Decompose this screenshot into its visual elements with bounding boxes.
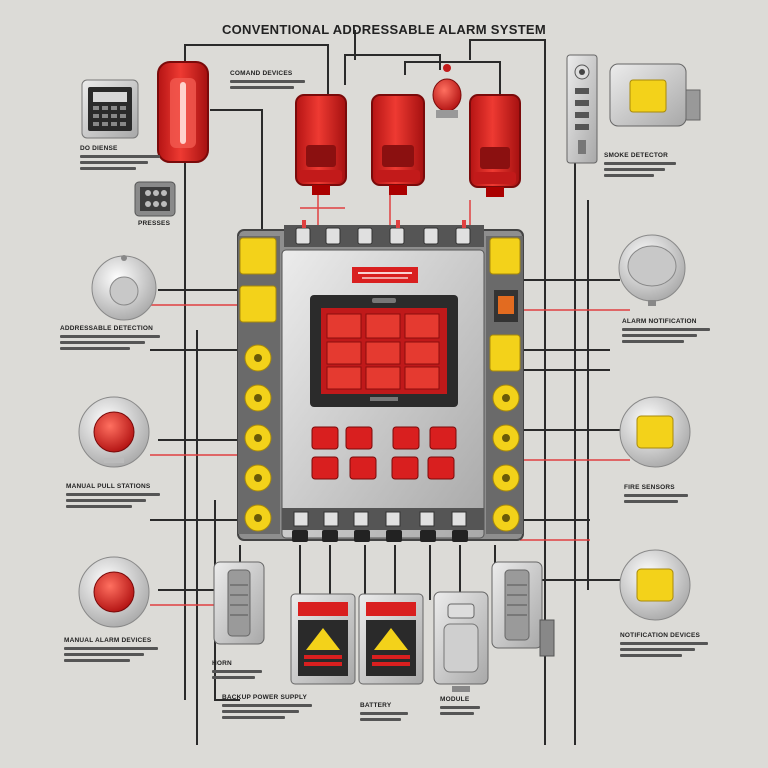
smoke-detector-right [618, 234, 686, 306]
main-control-panel [237, 220, 524, 542]
yellow-sensor-right-1 [619, 396, 691, 468]
caption-left-3: MANUAL ALARM DEVICES [64, 637, 158, 662]
alarm-bell-2 [371, 94, 425, 195]
caption-bottom-center-left: BACKUP POWER SUPPLY [222, 694, 312, 719]
alarm-bell-1 [295, 94, 347, 195]
caption-bottom-left: HORN [212, 660, 262, 679]
red-strobe-left [157, 61, 209, 163]
interface-module [433, 591, 489, 692]
alarm-bell-3 [469, 94, 521, 197]
caption-top-center: COMAND DEVICES [230, 70, 305, 89]
keypad-module [134, 181, 176, 217]
horn-speaker-right [491, 561, 555, 657]
caption-left-2: MANUAL PULL STATIONS [66, 483, 160, 508]
remote-annunciator [81, 79, 139, 139]
beacon-light [432, 64, 462, 118]
red-pull-station-left [78, 396, 150, 468]
horn-speaker-left [213, 561, 265, 645]
caption-keypad: PRESSES [138, 220, 171, 227]
yellow-manual-station-top [609, 63, 701, 127]
diagram-title: CONVENTIONAL ADDRESSABLE ALARM SYSTEM [221, 22, 547, 37]
left-rail-modules [239, 237, 277, 532]
red-alarm-button-left [78, 556, 150, 628]
caption-bottom-center: BATTERY [360, 702, 408, 721]
caption-top-left: DO DIENSE [80, 145, 160, 170]
caption-right-1: ALARM NOTIFICATION [622, 318, 710, 343]
battery-right [358, 593, 424, 685]
panel-keypad [311, 426, 457, 480]
caption-bottom-right: MODULE [440, 696, 480, 715]
heat-detector-strip [566, 54, 598, 164]
caption-top-right: SMOKE DETECTOR [604, 152, 676, 177]
caption-right-3: NOTIFICATION DEVICES [620, 632, 708, 657]
right-rail-modules [489, 237, 521, 532]
smoke-detector-left [91, 255, 157, 321]
battery-left [290, 593, 356, 685]
caption-left-1: ADDRESSABLE DETECTION [60, 325, 160, 350]
caption-right-2: FIRE SENSORS [624, 484, 688, 503]
yellow-sensor-right-2 [619, 549, 691, 621]
